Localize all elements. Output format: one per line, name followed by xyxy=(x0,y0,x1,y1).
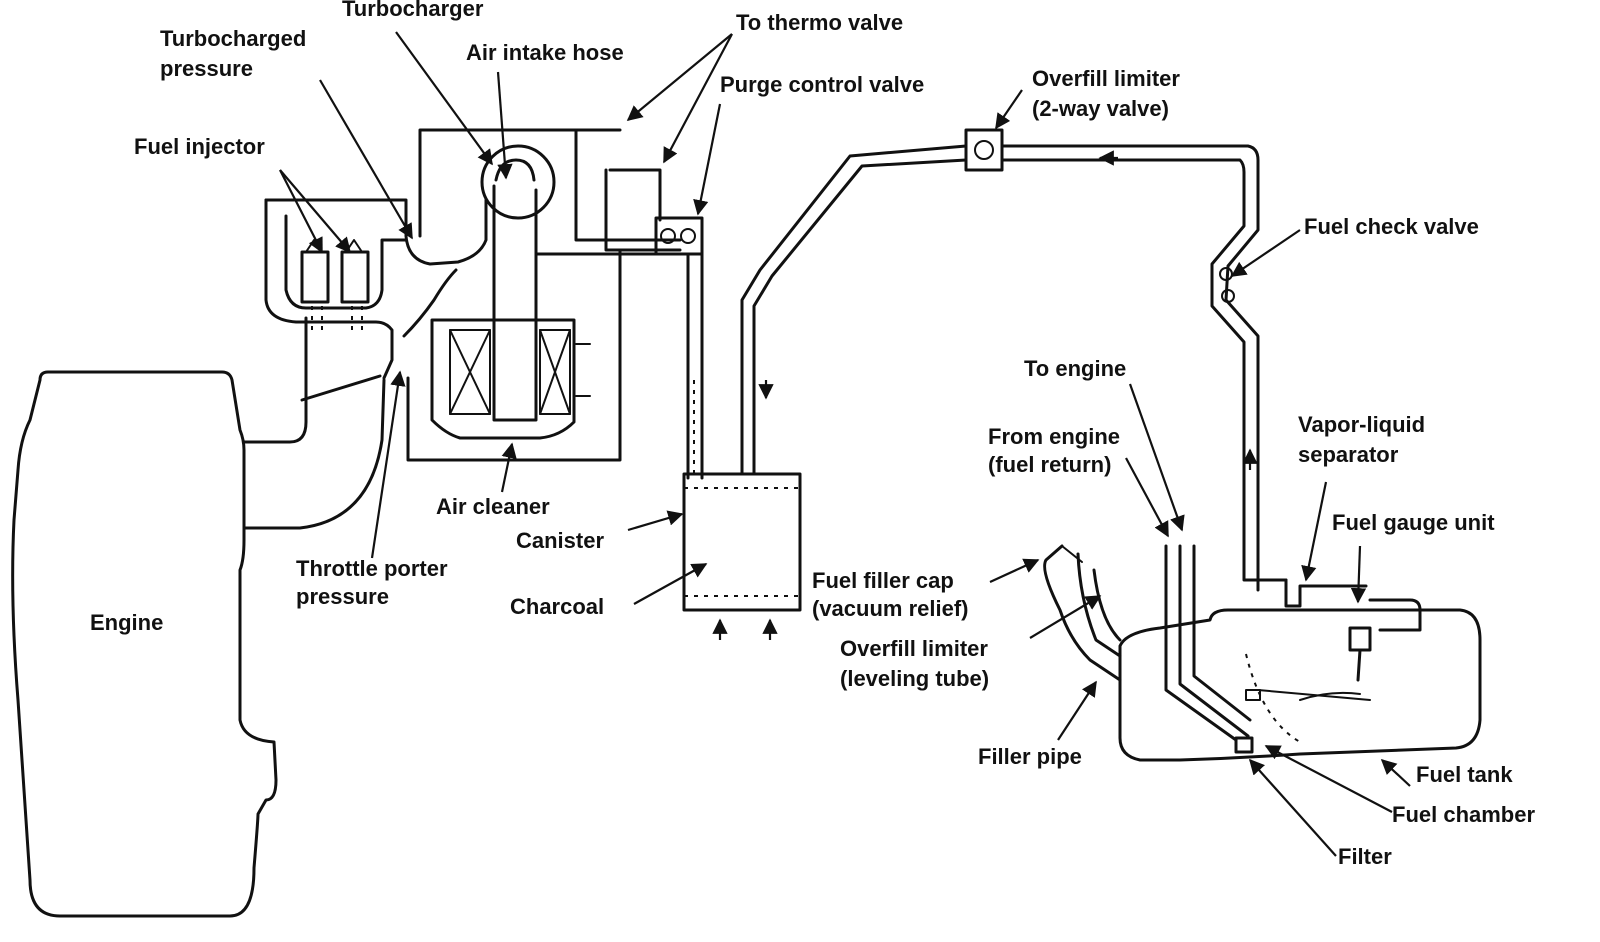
air-cleaner-element-right xyxy=(539,329,571,415)
turbo-and-air-cleaner xyxy=(406,128,682,462)
fuel-gauge-unit-body xyxy=(1348,626,1372,652)
label-overfill-limiter-level-2: (leveling tube) xyxy=(840,666,989,691)
fuel-injector-1-body xyxy=(300,250,330,304)
label-to-thermo-valve: To thermo valve xyxy=(736,10,903,35)
engine-block xyxy=(11,316,386,918)
leader-lines xyxy=(279,31,1411,857)
intake-plenum xyxy=(264,198,488,402)
label-from-engine-2: (fuel return) xyxy=(988,452,1111,477)
label-turbocharged-pressure-2: pressure xyxy=(160,56,253,81)
fuel-injector-2-body xyxy=(340,250,370,304)
label-overfill-limiter-level-1: Overfill limiter xyxy=(840,636,988,661)
label-fuel-check-valve: Fuel check valve xyxy=(1304,214,1479,239)
label-fuel-filler-cap-2: (vacuum relief) xyxy=(812,596,969,621)
label-from-engine-1: From engine xyxy=(988,424,1120,449)
label-filler-pipe: Filler pipe xyxy=(978,744,1082,769)
overfill-limiter-2way-body xyxy=(964,128,1004,172)
purge-control-valve-body xyxy=(654,216,704,256)
label-vapor-liquid-2: separator xyxy=(1298,442,1399,467)
label-throttle-porter-2: pressure xyxy=(296,584,389,609)
label-turbocharged-pressure-1: Turbocharged xyxy=(160,26,306,51)
purge-valve-and-canister xyxy=(654,144,968,640)
label-engine: Engine xyxy=(90,610,163,635)
label-fuel-injector: Fuel injector xyxy=(134,134,265,159)
label-overfill-limiter-2way-1: Overfill limiter xyxy=(1032,66,1180,91)
label-purge-control-valve: Purge control valve xyxy=(720,72,924,97)
label-fuel-tank: Fuel tank xyxy=(1416,762,1513,787)
vapor-line-right xyxy=(964,128,1288,592)
label-fuel-gauge-unit: Fuel gauge unit xyxy=(1332,510,1495,535)
label-turbocharger: Turbocharger xyxy=(342,0,484,21)
label-charcoal: Charcoal xyxy=(510,594,604,619)
turbocharger-body xyxy=(480,144,556,220)
canister-body xyxy=(682,472,802,612)
label-fuel-filler-cap-1: Fuel filler cap xyxy=(812,568,954,593)
label-fuel-chamber: Fuel chamber xyxy=(1392,802,1535,827)
label-air-cleaner: Air cleaner xyxy=(436,494,550,519)
air-cleaner-element-left xyxy=(449,329,491,415)
label-throttle-porter-1: Throttle porter xyxy=(296,556,448,581)
label-vapor-liquid-1: Vapor-liquid xyxy=(1298,412,1425,437)
label-to-engine: To engine xyxy=(1024,356,1126,381)
label-air-intake-hose: Air intake hose xyxy=(466,40,624,65)
filter-body xyxy=(1234,736,1254,754)
label-overfill-limiter-2way-2: (2-way valve) xyxy=(1032,96,1169,121)
fuel-tank xyxy=(1043,544,1482,762)
labels: Turbocharger Turbocharged pressure Air i… xyxy=(90,0,1535,869)
label-filter: Filter xyxy=(1338,844,1392,869)
label-canister: Canister xyxy=(516,528,604,553)
